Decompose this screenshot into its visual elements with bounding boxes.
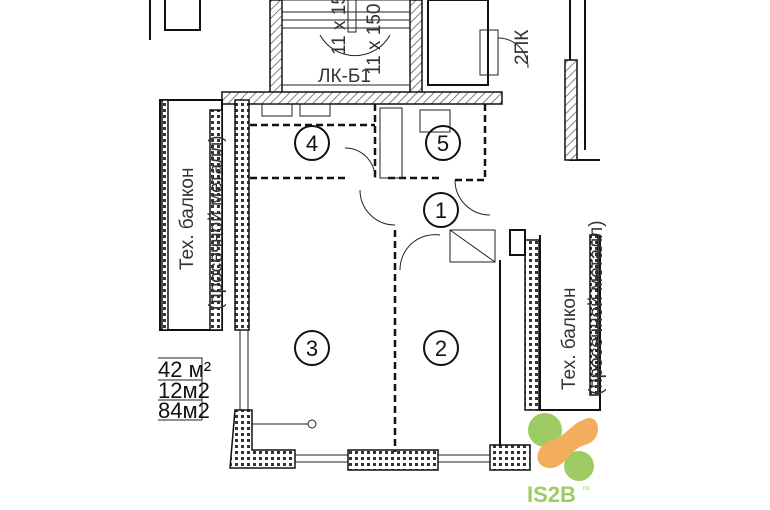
area-value: 84м2 — [158, 398, 210, 423]
balcony-label: Тех. балкон — [177, 168, 198, 270]
area-value: 12м2 — [158, 378, 210, 403]
balcony-right: Тех. балкон (просечной металл) — [539, 220, 607, 411]
svg-text:2: 2 — [435, 336, 447, 361]
svg-text:4: 4 — [306, 131, 318, 156]
logo-sup: ru — [583, 485, 589, 492]
room-marker-1: 1 — [423, 192, 459, 228]
wall — [229, 409, 296, 469]
room-marker-2: 2 — [423, 330, 459, 366]
balcony-label: Тех. балкон — [559, 288, 580, 390]
wet-rooms — [250, 103, 491, 216]
stairwell: ЛК-Б1 11 x 150 11 x 150 2ПК — [269, 0, 533, 96]
stair-steps-label: 11 x 150 — [329, 0, 350, 55]
neighbour-walls — [149, 0, 600, 161]
wall — [234, 99, 250, 331]
balcony-sub-label: (просечной металл) — [206, 135, 227, 310]
room-marker-3: 3 — [294, 330, 330, 366]
wall — [524, 239, 540, 411]
logo-text: IS2B — [527, 482, 576, 507]
stair-steps-label: 11 x 150 — [364, 4, 385, 75]
area-table: 42 м² 12м2 84м2 — [158, 357, 211, 423]
area-value: 42 м² — [158, 357, 211, 382]
panel-label: 2ПК — [512, 30, 533, 65]
room-marker-5: 5 — [425, 125, 461, 161]
wall — [221, 91, 503, 105]
svg-text:3: 3 — [306, 336, 318, 361]
svg-text:1: 1 — [435, 198, 447, 223]
stair-label: ЛК-Б1 — [318, 66, 371, 87]
balcony-sub-label: (просечной металл) — [586, 220, 607, 395]
balcony-left: Тех. балкон (просечной металл) — [159, 99, 227, 331]
svg-text:5: 5 — [437, 131, 449, 156]
is2b-logo: IS2B ru — [527, 413, 598, 507]
room-marker-4: 4 — [294, 125, 330, 161]
